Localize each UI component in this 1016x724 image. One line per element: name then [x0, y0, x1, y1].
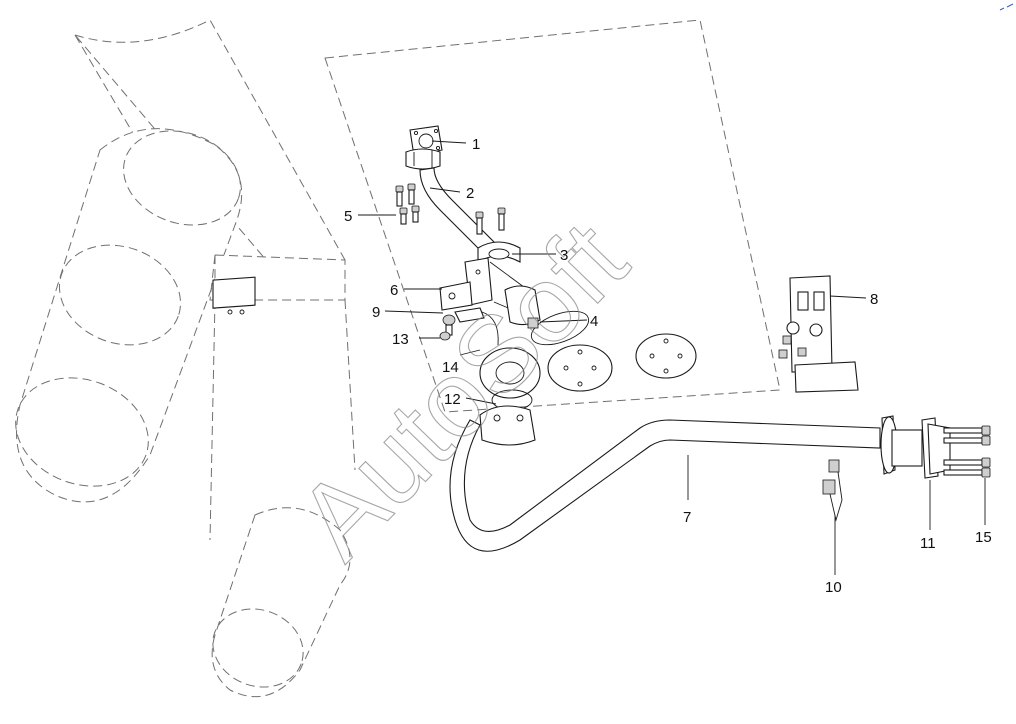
ghost-mount-panel: [324, 19, 781, 413]
part-3-pipe-clamp: [475, 207, 521, 263]
callout-5: 5: [344, 208, 352, 225]
part-4-gasket-ring: [527, 310, 590, 346]
callout-7: 7: [683, 509, 691, 526]
part-8-rear-hanger-bracket: [778, 275, 859, 393]
leader-lines: [358, 140, 986, 575]
callout-4: 4: [590, 313, 598, 330]
part-15-long-bolts: [943, 425, 991, 478]
callout-12: 12: [444, 391, 461, 408]
part-7-main-exhaust-pipe: [449, 405, 923, 552]
part-1-inlet-flange: [405, 125, 443, 170]
part-5-flange-bolts: [395, 183, 420, 225]
ghost-frame-rail: [73, 19, 346, 301]
part-11-rear-flange: [921, 417, 951, 479]
callout-15: 15: [975, 529, 992, 546]
part-9-13-14-hardware: [439, 307, 499, 346]
gasket-disc-b: [547, 344, 613, 392]
gasket-disc-c: [635, 333, 697, 379]
gasket-disc-a: [479, 347, 541, 399]
ghost-tailpipe-cylinder: [211, 507, 351, 698]
callout-13: 13: [392, 331, 409, 348]
callout-10: 10: [825, 579, 842, 596]
corner-logo-mark: [999, 3, 1014, 11]
callout-11: 11: [920, 535, 936, 552]
callout-6: 6: [390, 282, 398, 299]
part-10-sensor-tube: [822, 459, 843, 522]
ghost-muffler-drum: [15, 128, 243, 503]
callout-2: 2: [466, 185, 474, 202]
callout-8: 8: [870, 291, 878, 308]
callout-1: 1: [472, 136, 480, 153]
callout-3: 3: [560, 247, 568, 264]
callout-9: 9: [372, 304, 380, 321]
ghost-cross-member: [209, 254, 356, 541]
callout-14: 14: [442, 359, 459, 376]
part-6-mount-bracket: [439, 257, 541, 326]
